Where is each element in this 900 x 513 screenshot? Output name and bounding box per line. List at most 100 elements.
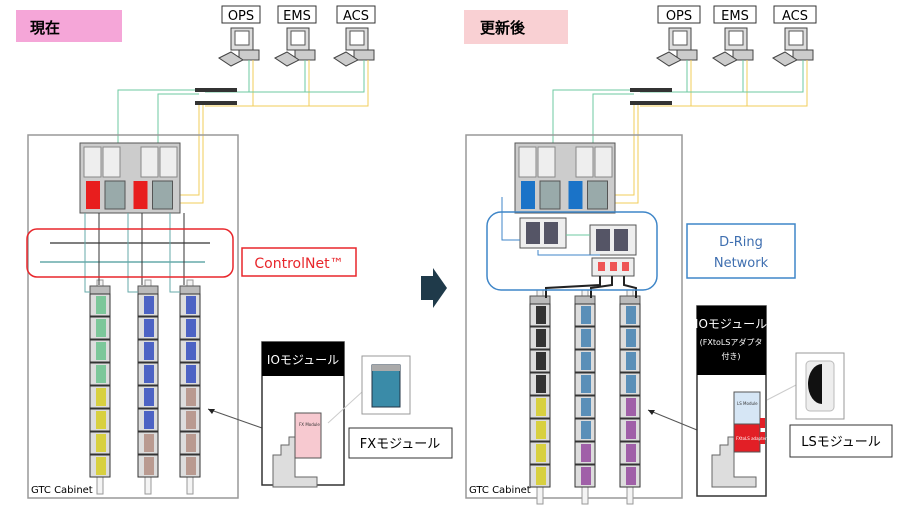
io-module-terminal: [581, 329, 591, 347]
io-module-terminal: [536, 375, 546, 393]
io-module-terminal: [144, 388, 154, 406]
network-cable: [592, 93, 634, 143]
fxtols-adapter-drawing: [733, 423, 761, 453]
io-module-terminal: [581, 375, 591, 393]
rack-module: [537, 146, 556, 178]
terminal-label-box: [221, 5, 261, 24]
gtc-cabinet-label: GTC Cabinet: [469, 485, 531, 496]
io-adapter: [89, 285, 111, 295]
ls-module-photo-front: [808, 364, 822, 404]
io-module-terminal: [581, 352, 591, 370]
network-cable: [611, 105, 639, 204]
comm-module: [152, 180, 173, 210]
io-module-terminal: [581, 467, 591, 485]
io-module-terminal: [536, 352, 546, 370]
io-module-terminal: [581, 398, 591, 416]
fx-module-caption-box: [348, 427, 453, 459]
io-module-terminal: [96, 342, 106, 360]
rack-module: [159, 146, 178, 178]
terminal-label: ACS: [343, 9, 369, 24]
keyboard-icon: [712, 51, 738, 67]
callout-line: [207, 408, 263, 429]
io-module-terminal: [144, 411, 154, 429]
io-module-terminal: [144, 457, 154, 475]
io-module-terminal: [626, 306, 636, 324]
io-drop-cable: [623, 276, 637, 298]
io-module-terminal: [186, 319, 196, 337]
before-title-bg: [16, 10, 122, 42]
drop-cable: [169, 285, 180, 293]
fx-module-photo-top: [372, 365, 400, 371]
io-module-terminal: [186, 434, 196, 452]
network-cable: [205, 60, 310, 107]
io-module-terminal: [186, 365, 196, 383]
callout-arrowhead: [208, 409, 215, 414]
terminal-label-box: [277, 5, 317, 24]
io-module-terminal: [186, 342, 196, 360]
io-module-terminal: [536, 467, 546, 485]
comm-module: [104, 180, 126, 210]
after-title: 更新後: [480, 19, 526, 37]
dring-cable: [537, 250, 600, 256]
monitor-screen: [788, 30, 804, 46]
tap-port: [610, 262, 617, 271]
io-module-terminal: [144, 434, 154, 452]
io-module-terminal: [186, 411, 196, 429]
computer-case: [676, 49, 698, 61]
io-module-terminal: [626, 375, 636, 393]
terminal-label: OPS: [228, 9, 254, 24]
io-module-terminal: [96, 457, 106, 475]
processor-module: [133, 181, 148, 209]
network-cable: [205, 60, 254, 107]
fx-module-label: FX Module: [299, 422, 320, 427]
monitor-screen: [728, 30, 744, 46]
io-module-terminal: [144, 365, 154, 383]
fxtols-adapter-label: FXtoLS adapter: [736, 436, 767, 441]
keyboard-icon: [656, 51, 682, 67]
io-module-terminal: [96, 365, 106, 383]
after-io-header-bg: [697, 306, 766, 375]
ls-module-label: LS Module: [737, 401, 758, 406]
terminal-label-box: [657, 5, 701, 24]
io-drop-cable: [545, 276, 601, 298]
monitor-screen: [349, 30, 365, 46]
io-module-terminal: [96, 296, 106, 314]
keyboard-icon: [218, 51, 244, 67]
gtc-cabinet-outline: [465, 134, 683, 499]
io-module-terminal: [626, 444, 636, 462]
adapter-tab: [760, 432, 765, 444]
terminal-label-box: [773, 5, 817, 24]
io-module-terminal: [626, 467, 636, 485]
io-module-terminal: [626, 352, 636, 370]
rack-module: [575, 146, 594, 178]
fx-module-drawing: [294, 412, 322, 459]
network-cable: [205, 60, 250, 93]
dring-network-outline: [486, 211, 658, 291]
network-cable: [640, 60, 748, 107]
computer-case: [732, 49, 754, 61]
adapter-module: [544, 222, 558, 244]
fx-module-photo: [371, 364, 401, 408]
callout-arrowhead: [648, 410, 655, 415]
terminal-label: EMS: [721, 9, 749, 24]
controlnet-label-box: [241, 247, 357, 277]
io-drop-cable: [590, 276, 613, 298]
rack-module: [83, 146, 102, 178]
rack-module: [102, 146, 121, 178]
controlnet-label: ControlNet™: [254, 256, 343, 272]
io-module-terminal: [96, 434, 106, 452]
tap-port: [598, 262, 605, 271]
io-module-terminal: [96, 411, 106, 429]
io-module-terminal: [96, 319, 106, 337]
before-io-header-bg: [262, 342, 344, 376]
io-module-terminal: [581, 444, 591, 462]
callout-line: [647, 409, 698, 431]
connector-line: [327, 391, 363, 424]
io-module-terminal: [581, 306, 591, 324]
network-cable: [640, 60, 804, 93]
rack-module: [140, 146, 159, 178]
after-io-header-sub2: 付き): [721, 351, 740, 361]
network-cable: [640, 60, 808, 107]
